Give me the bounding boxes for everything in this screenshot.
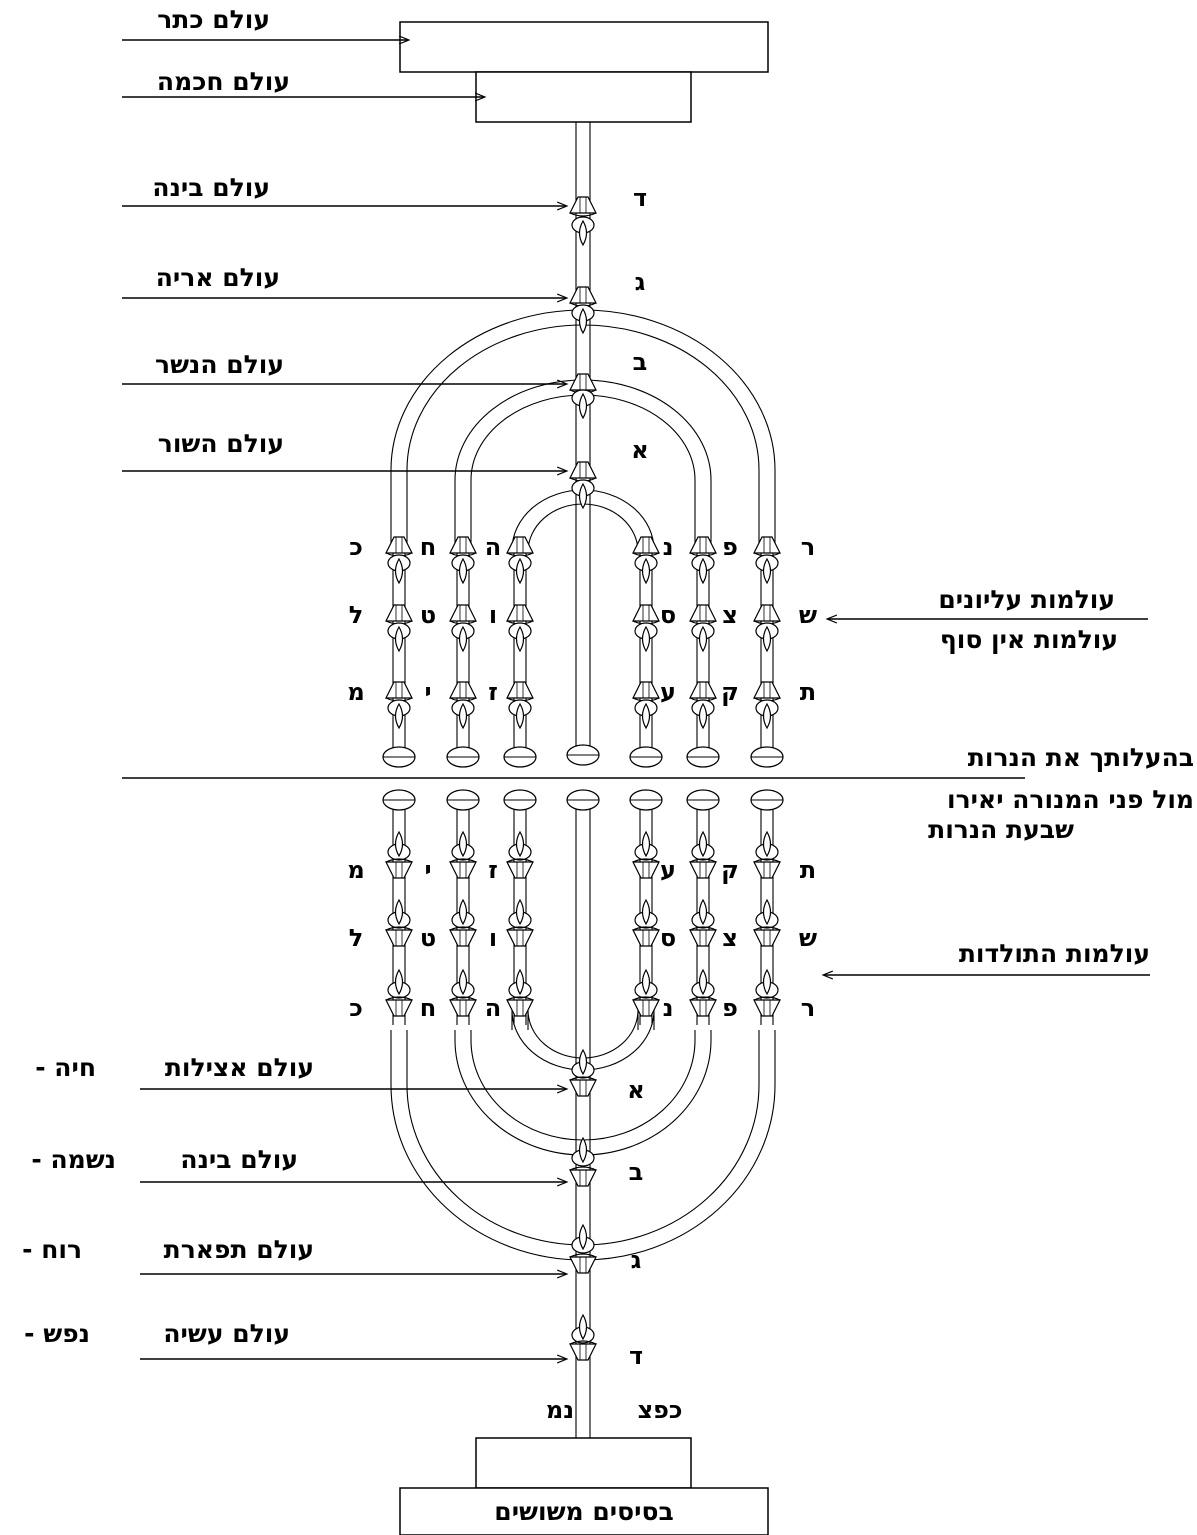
lower-branch-5 — [686, 789, 720, 1025]
branch-letter-upper-1-3: מ — [347, 678, 364, 706]
upper-branch-5 — [686, 536, 720, 768]
right-labels: עולמות עליונים עולמות אין סוף בהעלותך את… — [824, 585, 1194, 975]
upper-stem-letters: ד ג ב א — [631, 184, 648, 464]
lower-stem-letters: א ב ג ד — [627, 1076, 644, 1370]
branch-letter-lower-3-1: ז — [488, 856, 498, 884]
branch-letter-upper-3-1: ה — [485, 533, 502, 561]
branch-letter-lower-1-3: כ — [349, 994, 363, 1022]
upper-branch-1 — [382, 536, 416, 768]
branch-letter-upper-2-2: ט — [420, 601, 436, 629]
label-keter: עולם כתר — [157, 5, 270, 34]
stem-letter-gimel-upper: ג — [635, 268, 646, 296]
lower-menorah — [382, 789, 784, 1438]
branch-letter-upper-5-1: פ — [722, 533, 738, 561]
stem-letter-bet-upper: ב — [633, 348, 648, 376]
upper-branch-3 — [503, 536, 537, 768]
branch-letter-lower-5-2: צ — [722, 924, 738, 952]
branch-letter-lower-2-3: ח — [420, 994, 437, 1022]
branch-letter-lower-4-1: ע — [660, 856, 676, 884]
branch-letters: כ ל מ מ ל כ ח ט י י ט ח ה ו ז ז ו ה נ ס ע ע ס נ פ צ ק ק צ פ ר ש ת ת ש ר — [347, 533, 817, 1022]
label-asiya: עולם עשיה — [163, 1319, 290, 1348]
branch-letter-upper-1-2: ל — [349, 601, 364, 629]
stem-letter-alef-lower: א — [627, 1076, 644, 1104]
stem-letter-alef-upper: א — [631, 436, 648, 464]
branch-letter-lower-1-1: מ — [347, 856, 364, 884]
label-arye: עולם אריה — [156, 263, 280, 292]
chochma-box — [475, 71, 692, 123]
stem-letter-gimel-lower: ג — [631, 1246, 642, 1274]
label-bina-lower: עולם בינה — [180, 1145, 298, 1174]
label-behaalotcha: בהעלותך את הנרות — [968, 743, 1194, 772]
branch-letter-lower-3-2: ו — [489, 924, 497, 952]
branch-letter-upper-1-1: כ — [349, 533, 363, 561]
label-shor: עולם השור — [158, 429, 284, 458]
branch-letter-upper-6-2: ש — [799, 601, 817, 629]
upper-branch-2 — [446, 536, 480, 768]
branch-letter-upper-4-1: נ — [663, 533, 674, 561]
branch-letter-upper-2-3: י — [424, 678, 431, 706]
branch-letter-lower-6-1: ת — [800, 856, 816, 884]
stem-letter-dalet-upper: ד — [633, 184, 647, 212]
top-labels: עולם כתר עולם חכמה עולם בינה עולם אריה ע… — [122, 5, 566, 471]
branch-letter-upper-5-2: צ — [722, 601, 738, 629]
base-upper-box — [475, 1437, 692, 1489]
branch-letter-lower-2-2: ט — [420, 924, 436, 952]
branch-letter-upper-2-1: ח — [420, 533, 437, 561]
label-toldot: עולמות התולדות — [959, 939, 1150, 968]
stem-letter-dalet-lower: ד — [629, 1342, 643, 1370]
branch-letter-lower-3-3: ה — [485, 994, 502, 1022]
branch-letter-upper-4-3: ע — [660, 678, 676, 706]
label-tiferet: עולם תפארת — [164, 1235, 314, 1264]
branch-letter-lower-1-2: ל — [349, 924, 364, 952]
branch-letter-lower-2-1: י — [424, 856, 431, 884]
base-lower-box — [399, 1487, 769, 1535]
soul-nefesh: - נפש — [24, 1319, 90, 1348]
base-left-letters: נמ — [546, 1396, 574, 1424]
label-ein-sof: עולמות אין סוף — [940, 625, 1118, 654]
label-bina-upper: עולם בינה — [152, 173, 270, 202]
label-chochma: עולם חכמה — [157, 67, 290, 96]
branch-letter-upper-6-1: ר — [801, 533, 815, 561]
upper-branch-6 — [750, 536, 784, 768]
soul-neshama: - נשמה — [31, 1145, 116, 1174]
keter-box — [399, 21, 769, 73]
label-nesher: עולם הנשר — [155, 350, 284, 379]
label-elyonim: עולמות עליונים — [938, 585, 1115, 614]
branch-letter-lower-5-1: ק — [721, 856, 739, 884]
label-shivat: שבעת הנרות — [928, 815, 1074, 844]
branch-letter-upper-6-3: ת — [800, 678, 816, 706]
upper-menorah — [382, 122, 784, 768]
lower-branch-4 — [629, 789, 663, 1025]
lower-branch-2 — [446, 789, 480, 1025]
branch-letter-lower-4-2: ס — [660, 924, 676, 952]
branch-letter-lower-5-3: פ — [722, 994, 738, 1022]
upper-branch-4 — [629, 536, 663, 768]
branch-letter-lower-6-3: ר — [801, 994, 815, 1022]
lower-branch-3 — [503, 789, 537, 1025]
lower-labels: עולם אצילות - חיה עולם בינה - נשמה עולם … — [22, 1053, 566, 1359]
soul-chaya: - חיה — [35, 1053, 96, 1082]
branch-letter-upper-5-3: ק — [721, 678, 739, 706]
lower-branch-1 — [382, 789, 416, 1025]
base-right-letters: כפצ — [637, 1396, 682, 1424]
branch-letter-upper-3-2: ו — [489, 601, 497, 629]
label-atzilut: עולם אצילות — [165, 1053, 314, 1082]
label-mul-pnei: מול פני המנורה יאירו — [947, 785, 1194, 814]
branch-letter-upper-3-3: ז — [488, 678, 498, 706]
soul-ruach: - רוח — [22, 1235, 82, 1264]
base-label: בסיסים משושים — [494, 1497, 673, 1526]
stem-letter-bet-lower: ב — [629, 1158, 644, 1186]
branch-letter-lower-6-2: ש — [799, 924, 817, 952]
lower-branch-6 — [750, 789, 784, 1025]
branch-letter-upper-4-2: ס — [660, 601, 676, 629]
branch-letter-lower-4-3: נ — [663, 994, 674, 1022]
